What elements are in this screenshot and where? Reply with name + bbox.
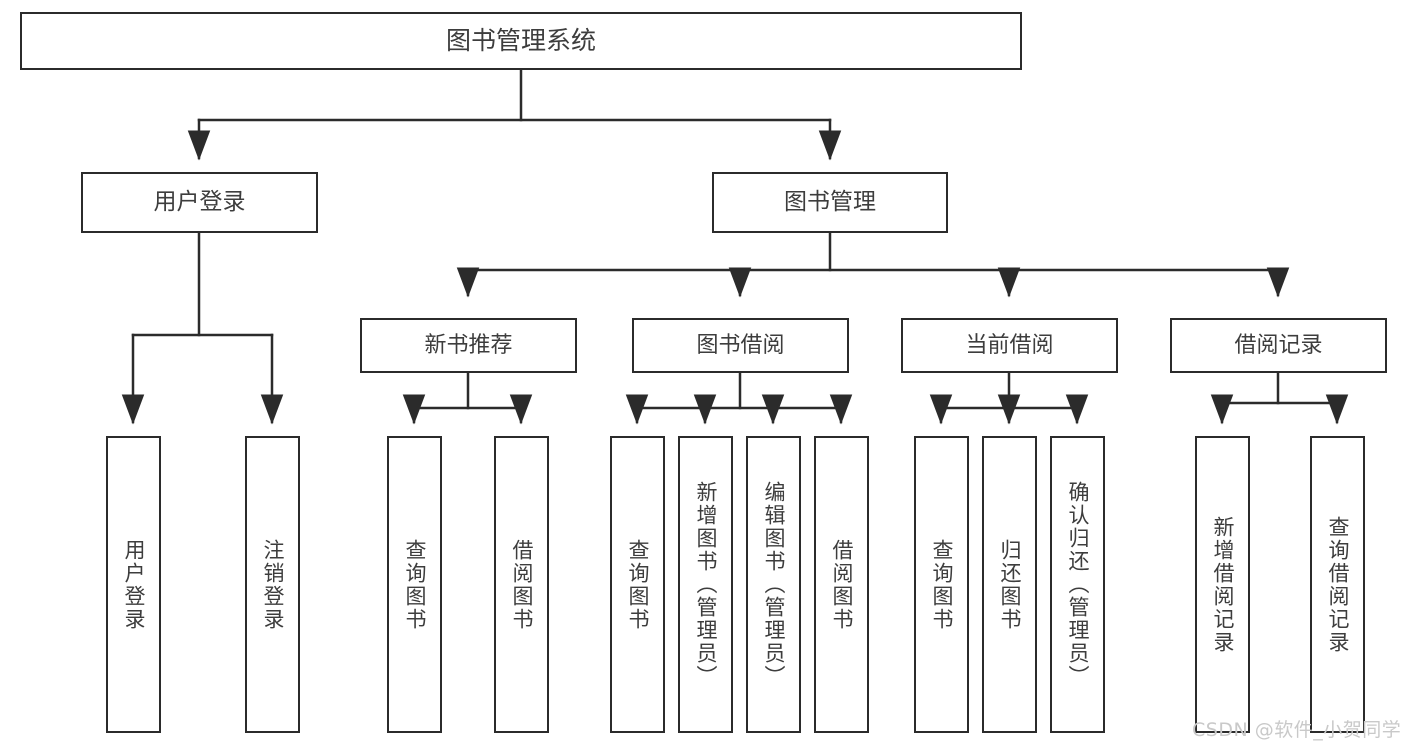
- node-label: 当前借阅: [965, 332, 1054, 358]
- node-label: 查询借阅记录: [1326, 515, 1350, 654]
- node-label: 借阅图书: [830, 538, 854, 631]
- leaf-user-login[interactable]: 用户登录: [106, 436, 161, 733]
- node-label: 图书管理系统: [445, 25, 596, 55]
- leaf-edit-book-admin[interactable]: 编辑图书（管理员）: [746, 436, 801, 733]
- node-label: 编辑图书（管理员）: [762, 481, 786, 688]
- leaf-logout-login[interactable]: 注销登录: [245, 436, 300, 733]
- node-label: 查询图书: [403, 538, 427, 631]
- leaf-query-borrow-record[interactable]: 查询借阅记录: [1310, 436, 1365, 733]
- leaf-confirm-return-admin[interactable]: 确认归还（管理员）: [1050, 436, 1105, 733]
- node-label: 新增图书（管理员）: [694, 481, 718, 688]
- node-book-management[interactable]: 图书管理: [712, 172, 948, 233]
- leaf-query-book-borrow[interactable]: 查询图书: [610, 436, 665, 733]
- node-label: 查询图书: [626, 538, 650, 631]
- node-label: 图书管理: [784, 189, 876, 216]
- node-label: 确认归还（管理员）: [1066, 481, 1090, 688]
- node-book-borrow[interactable]: 图书借阅: [632, 318, 849, 373]
- leaf-borrow-book[interactable]: 借阅图书: [814, 436, 869, 733]
- leaf-return-book[interactable]: 归还图书: [982, 436, 1037, 733]
- node-label: 新书推荐: [424, 332, 513, 358]
- node-label: 新增借阅记录: [1211, 515, 1235, 654]
- leaf-add-book-admin[interactable]: 新增图书（管理员）: [678, 436, 733, 733]
- node-new-book-recommend[interactable]: 新书推荐: [360, 318, 577, 373]
- node-label: 借阅图书: [510, 538, 534, 631]
- node-root-book-management-system[interactable]: 图书管理系统: [20, 12, 1022, 70]
- node-label: 归还图书: [998, 538, 1022, 631]
- leaf-borrow-book-recommend[interactable]: 借阅图书: [494, 436, 549, 733]
- node-label: 查询图书: [930, 538, 954, 631]
- node-label: 借阅记录: [1234, 332, 1323, 358]
- node-borrow-record[interactable]: 借阅记录: [1170, 318, 1387, 373]
- node-label: 用户登录: [153, 189, 246, 216]
- node-label: 注销登录: [261, 538, 285, 631]
- leaf-query-book-current[interactable]: 查询图书: [914, 436, 969, 733]
- node-label: 用户登录: [122, 538, 146, 631]
- node-user-login[interactable]: 用户登录: [81, 172, 318, 233]
- node-label: 图书借阅: [696, 332, 785, 358]
- leaf-add-borrow-record[interactable]: 新增借阅记录: [1195, 436, 1250, 733]
- leaf-query-book-recommend[interactable]: 查询图书: [387, 436, 442, 733]
- node-current-borrow[interactable]: 当前借阅: [901, 318, 1118, 373]
